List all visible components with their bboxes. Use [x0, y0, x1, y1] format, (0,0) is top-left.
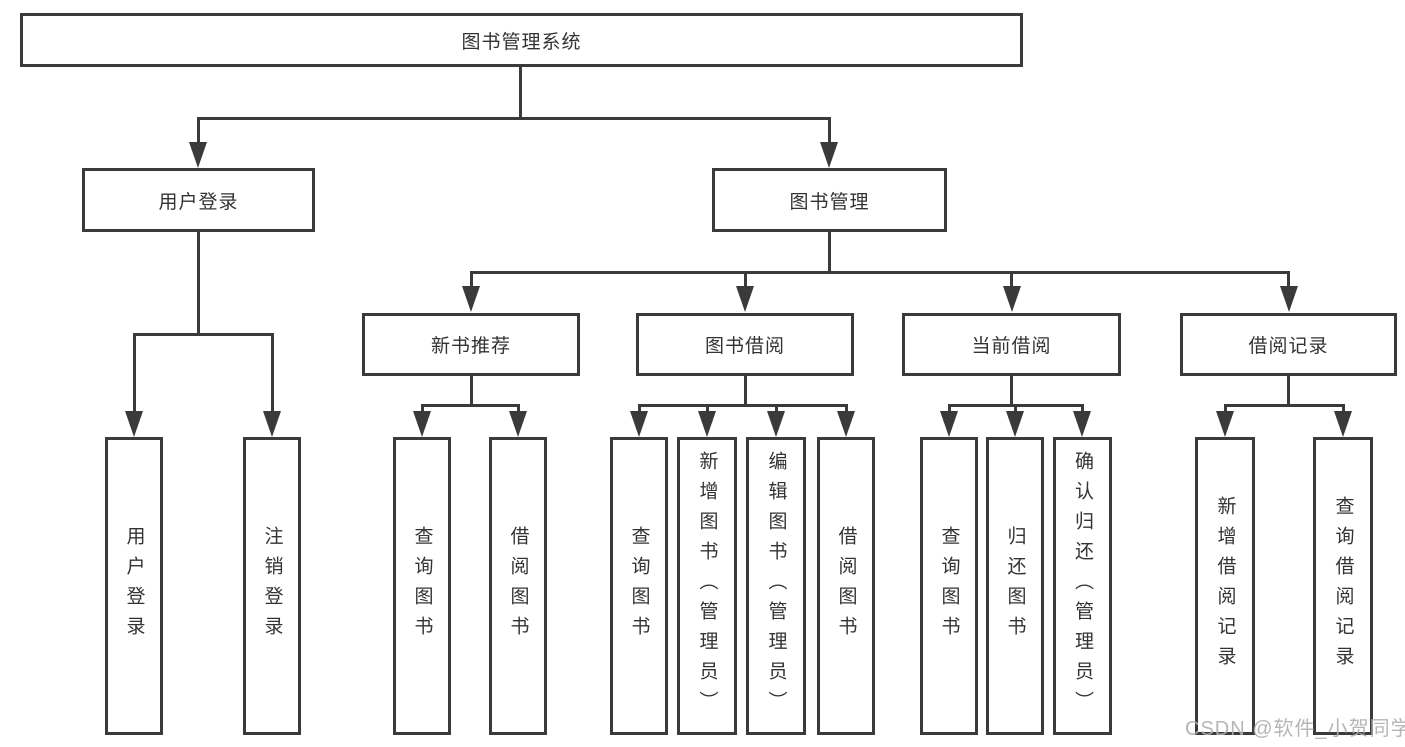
connector-line [706, 407, 709, 413]
connector-line [133, 333, 274, 336]
arrowhead-down-icon [1334, 411, 1352, 437]
connector-line [470, 274, 473, 288]
node-current-borrow: 当前借阅 [902, 313, 1121, 376]
arrowhead-down-icon [736, 286, 754, 312]
connector-line [845, 407, 848, 413]
connector-line [1224, 404, 1345, 407]
arrowhead-down-icon [189, 142, 207, 168]
arrowhead-down-icon [413, 411, 431, 437]
arrowhead-down-icon [698, 411, 716, 437]
connector-line [470, 376, 473, 407]
connector-line [1010, 376, 1013, 407]
leaf-logout: 注销登录 [243, 437, 301, 735]
leaf-edit-books-admin-label: 编辑图书（管理员） [765, 451, 787, 721]
node-user-login-label: 用户登录 [158, 191, 239, 213]
connector-line [1010, 274, 1013, 288]
connector-line [517, 407, 520, 413]
leaf-add-borrow-record-label: 新增借阅记录 [1214, 496, 1236, 676]
connector-line [1224, 407, 1227, 413]
connector-line [948, 407, 951, 413]
connector-line [1081, 407, 1084, 413]
node-current-borrow-label: 当前借阅 [971, 336, 1052, 357]
leaf-logout-label: 注销登录 [261, 526, 283, 646]
leaf-borrow-books: 借阅图书 [817, 437, 875, 735]
connector-line [638, 407, 641, 413]
arrowhead-down-icon [1216, 411, 1234, 437]
arrowhead-down-icon [1073, 411, 1091, 437]
leaf-recommend-query-books: 查询图书 [393, 437, 451, 735]
arrowhead-down-icon [1280, 286, 1298, 312]
leaf-return-books: 归还图书 [986, 437, 1044, 735]
connector-line [1287, 376, 1290, 407]
node-user-login: 用户登录 [82, 168, 315, 232]
connector-line [744, 376, 747, 407]
arrowhead-down-icon [263, 411, 281, 437]
connector-line [1287, 274, 1290, 288]
connector-line [470, 271, 1290, 274]
connector-line [638, 404, 848, 407]
connector-line [744, 274, 747, 288]
leaf-recommend-borrow-books-label: 借阅图书 [507, 526, 529, 646]
connector-line [197, 117, 831, 120]
leaf-add-borrow-record: 新增借阅记录 [1195, 437, 1255, 735]
leaf-query-borrow-record: 查询借阅记录 [1313, 437, 1373, 735]
connector-line [1014, 407, 1017, 413]
connector-line [421, 407, 424, 413]
node-root-label: 图书管理系统 [461, 31, 582, 53]
leaf-confirm-return-admin-label: 确认归还（管理员） [1072, 451, 1093, 721]
arrowhead-down-icon [837, 411, 855, 437]
leaf-borrow-query-books: 查询图书 [610, 437, 668, 735]
leaf-borrow-query-books-label: 查询图书 [628, 526, 650, 646]
connector-line [519, 66, 522, 119]
node-borrow-records: 借阅记录 [1180, 313, 1397, 376]
node-book-borrow-label: 图书借阅 [704, 336, 785, 357]
connector-line [948, 404, 1084, 407]
leaf-current-query-books-label: 查询图书 [938, 526, 960, 646]
arrowhead-down-icon [820, 142, 838, 168]
leaf-borrow-books-label: 借阅图书 [835, 526, 857, 646]
leaf-user-login-label: 用户登录 [123, 526, 145, 646]
arrowhead-down-icon [462, 286, 480, 312]
connector-line [775, 407, 778, 413]
node-book-borrow: 图书借阅 [636, 313, 854, 376]
connector-line [828, 232, 831, 274]
arrowhead-down-icon [940, 411, 958, 437]
leaf-return-books-label: 归还图书 [1004, 526, 1026, 646]
node-book-management: 图书管理 [712, 168, 947, 232]
node-new-book-recommend: 新书推荐 [362, 313, 580, 376]
leaf-add-books-admin: 新增图书（管理员） [677, 437, 737, 735]
leaf-add-books-admin-label: 新增图书（管理员） [696, 451, 718, 721]
arrowhead-down-icon [1006, 411, 1024, 437]
connector-line [197, 232, 200, 336]
leaf-user-login: 用户登录 [105, 437, 163, 735]
connector-line [271, 336, 274, 413]
leaf-current-query-books: 查询图书 [920, 437, 978, 735]
node-book-management-label: 图书管理 [789, 191, 870, 213]
arrowhead-down-icon [509, 411, 527, 437]
leaf-edit-books-admin: 编辑图书（管理员） [746, 437, 806, 735]
leaf-query-borrow-record-label: 查询借阅记录 [1332, 496, 1354, 676]
connector-line [133, 336, 136, 413]
connector-line [1342, 407, 1345, 413]
connector-line [828, 120, 831, 145]
node-root: 图书管理系统 [20, 13, 1023, 67]
connector-line [421, 404, 520, 407]
arrowhead-down-icon [630, 411, 648, 437]
arrowhead-down-icon [125, 411, 143, 437]
node-new-book-recommend-label: 新书推荐 [430, 336, 511, 357]
arrowhead-down-icon [1003, 286, 1021, 312]
leaf-confirm-return-admin: 确认归还（管理员） [1053, 437, 1112, 735]
leaf-recommend-query-books-label: 查询图书 [411, 526, 433, 646]
connector-line [197, 120, 200, 145]
node-borrow-records-label: 借阅记录 [1248, 336, 1329, 357]
csdn-watermark: CSDN @软件_小贺同学 [1185, 718, 1405, 740]
leaf-recommend-borrow-books: 借阅图书 [489, 437, 547, 735]
arrowhead-down-icon [767, 411, 785, 437]
